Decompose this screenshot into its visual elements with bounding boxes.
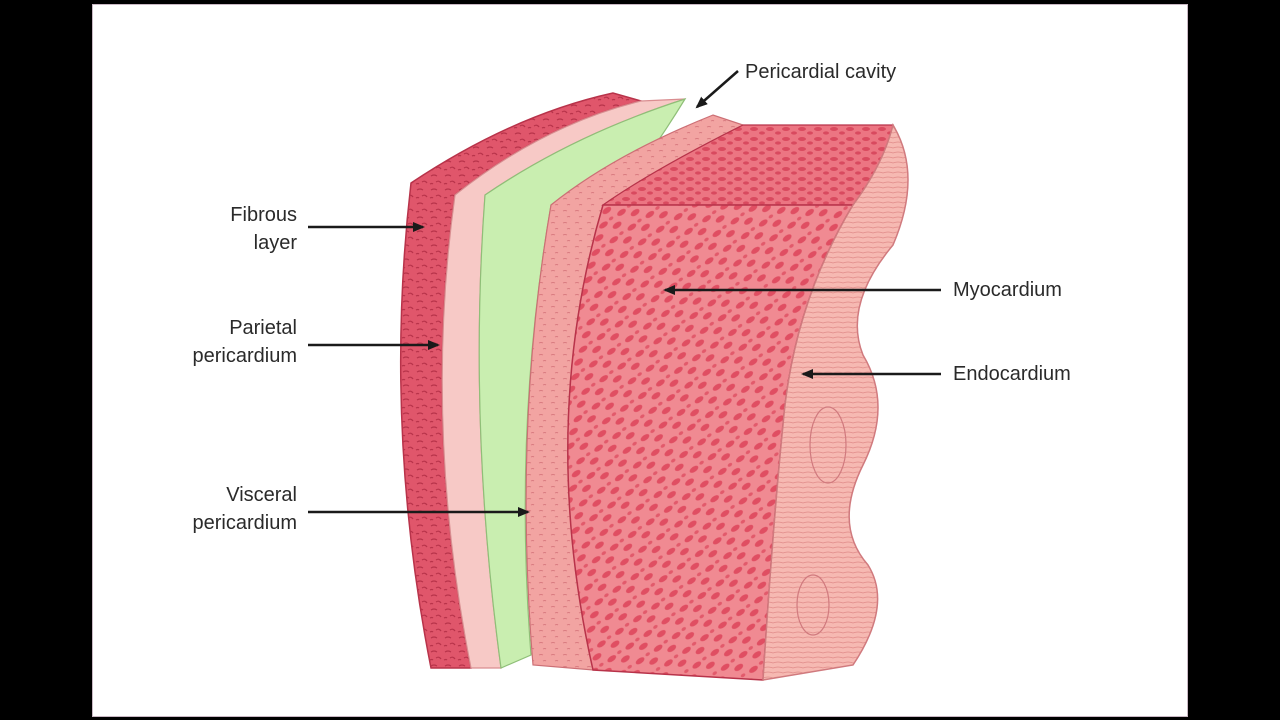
pericardial-cavity-arrow [695, 70, 739, 109]
label-fibrous-layer: Fibrous layer [230, 204, 297, 254]
diagram-panel: Pericardial cavity Fibrous layer Parieta… [92, 4, 1188, 717]
label-myocardium: Myocardium [953, 279, 1062, 301]
label-visceral-pericardium: Visceral pericardium [192, 484, 297, 534]
endocardium-shape [762, 123, 909, 681]
label-pericardial-cavity: Pericardial cavity [745, 61, 897, 83]
heart-wall-illustration [308, 70, 941, 681]
label-parietal-pericardium: Parietal pericardium [192, 317, 297, 367]
label-endocardium: Endocardium [953, 363, 1071, 385]
